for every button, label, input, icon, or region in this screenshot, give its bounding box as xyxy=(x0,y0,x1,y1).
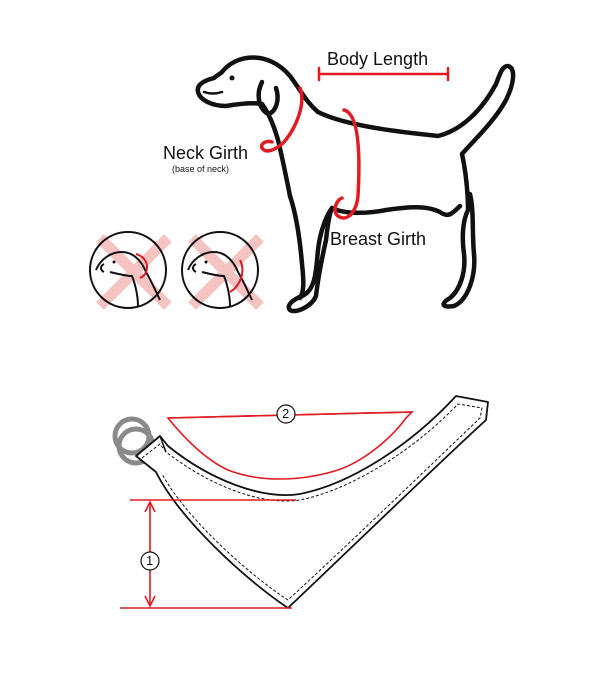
x-mark-icon-2 xyxy=(188,234,264,310)
wrong-example-1 xyxy=(89,231,172,310)
neck-girth-note: (base of neck) xyxy=(172,164,230,174)
marker-2-circle xyxy=(276,404,296,424)
measure-2-line xyxy=(166,411,414,480)
breast-girth-line xyxy=(333,108,361,220)
dog-front-leg xyxy=(287,193,306,301)
bandana-outline xyxy=(135,395,489,609)
mini-collar-wrong-1 xyxy=(135,253,148,279)
dog-outline xyxy=(195,55,516,314)
body-length-label: Body Length xyxy=(327,49,429,69)
example-circle xyxy=(181,231,259,309)
measurement-lines xyxy=(259,66,450,220)
mini-collar-wrong-2 xyxy=(229,259,244,293)
measure-1-arrowhead-bottom xyxy=(144,595,156,608)
breast-girth-label: Breast Girth xyxy=(330,229,427,249)
neck-girth-label: Neck Girth xyxy=(163,143,249,163)
neck-girth-line xyxy=(259,86,304,153)
measure-1-arrowhead-top xyxy=(144,500,156,513)
marker-1-label: 1 xyxy=(146,553,154,568)
bandana-illustration xyxy=(112,395,489,609)
marker-2-label: 2 xyxy=(282,406,290,421)
mini-dog-outline xyxy=(95,250,161,307)
dog-illustration xyxy=(195,55,516,314)
mini-dog-outline xyxy=(187,250,253,307)
marker-1-circle xyxy=(140,551,160,571)
wrong-example-2 xyxy=(181,231,264,310)
bandana-stitch xyxy=(141,403,483,601)
dog-mouth xyxy=(202,90,224,95)
example-circle xyxy=(89,231,167,309)
strap-fold xyxy=(159,435,167,453)
x-mark-icon-2 xyxy=(96,234,172,310)
dog-eye xyxy=(229,75,235,81)
dog-ear xyxy=(256,79,280,117)
